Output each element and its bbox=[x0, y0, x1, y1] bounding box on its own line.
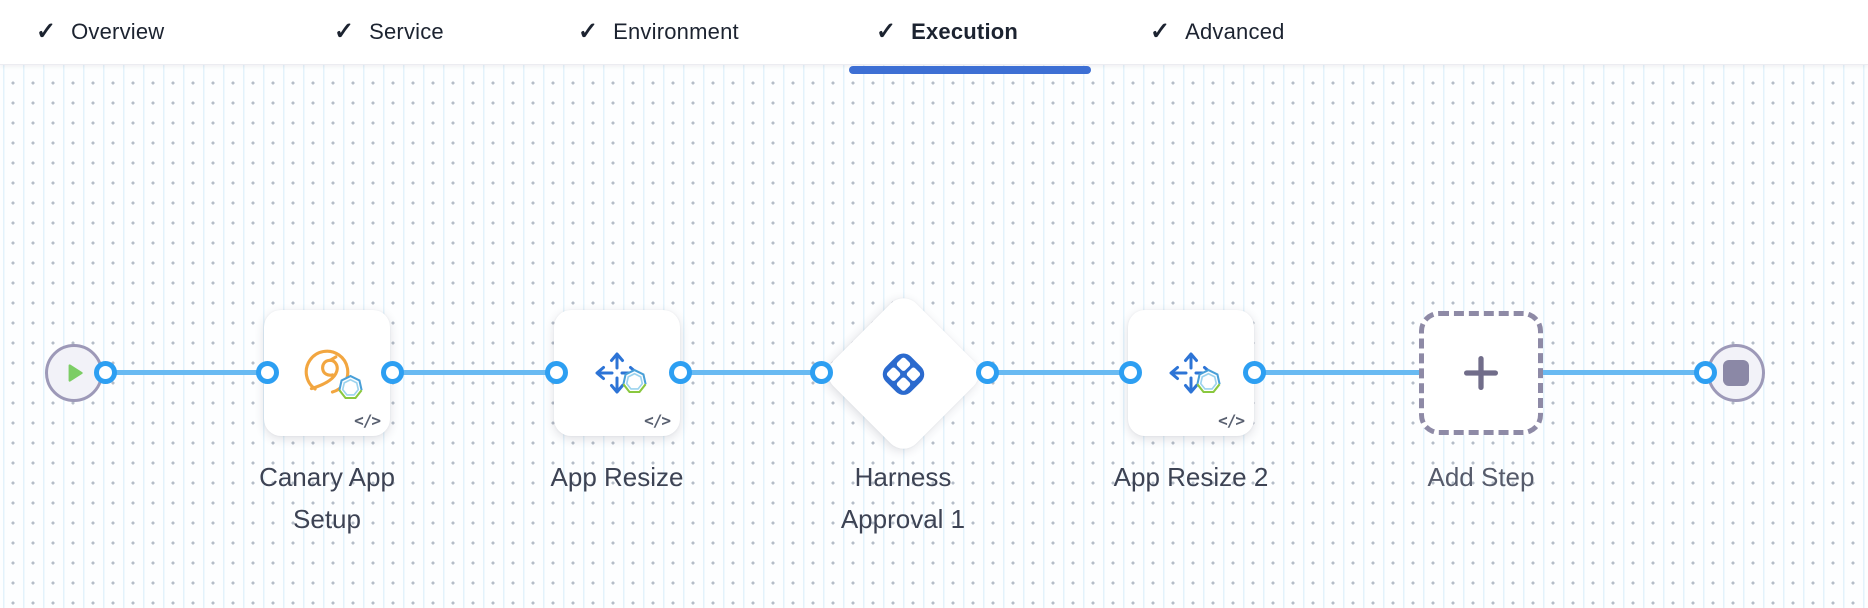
tab-execution[interactable]: ✓ Execution bbox=[876, 0, 1018, 64]
connector-port[interactable] bbox=[93, 361, 117, 384]
gear-badge-icon bbox=[338, 374, 363, 400]
stage-config-tabbar: ✓ Overview ✓ Service ✓ Environment ✓ Exe… bbox=[0, 0, 1868, 65]
tab-label: Service bbox=[369, 19, 444, 44]
connector-port[interactable] bbox=[809, 361, 833, 384]
pipeline-canvas[interactable]: </> </> bbox=[0, 64, 1868, 608]
step-label[interactable]: App Resize bbox=[550, 462, 684, 492]
step-label[interactable]: App Resize 2 bbox=[1113, 462, 1269, 492]
check-icon: ✓ bbox=[578, 18, 599, 45]
tab-environment[interactable]: ✓ Environment bbox=[578, 0, 739, 64]
connector-port[interactable] bbox=[975, 361, 999, 384]
connector-line bbox=[391, 370, 557, 375]
check-icon: ✓ bbox=[36, 18, 57, 45]
plus-icon bbox=[1463, 355, 1499, 391]
active-tab-underline bbox=[849, 66, 1091, 74]
tab-advanced[interactable]: ✓ Advanced bbox=[1150, 0, 1285, 64]
tab-label: Advanced bbox=[1185, 19, 1285, 44]
step-node-app-resize[interactable]: </> bbox=[554, 310, 680, 436]
connector-line bbox=[679, 370, 822, 375]
add-step-button[interactable] bbox=[1419, 311, 1543, 435]
approval-icon bbox=[882, 352, 924, 394]
step-label[interactable]: Add Step bbox=[1427, 462, 1535, 492]
step-node-canary-app-setup[interactable]: </> bbox=[264, 310, 390, 436]
connector-port[interactable] bbox=[1242, 361, 1266, 384]
stop-icon bbox=[1723, 360, 1749, 386]
connector-port[interactable] bbox=[1118, 361, 1142, 384]
connector-port[interactable] bbox=[380, 361, 404, 384]
tab-overview[interactable]: ✓ Overview bbox=[36, 0, 164, 64]
check-icon: ✓ bbox=[876, 18, 897, 45]
play-icon bbox=[68, 364, 83, 382]
connector-port[interactable] bbox=[544, 361, 568, 384]
code-template-icon: </> bbox=[354, 411, 381, 430]
connector-line bbox=[985, 370, 1131, 375]
connector-port[interactable] bbox=[1693, 361, 1717, 384]
gear-badge-icon bbox=[622, 368, 647, 394]
step-node-harness-approval-1[interactable] bbox=[820, 290, 986, 456]
tab-label: Environment bbox=[613, 19, 739, 44]
tab-label: Execution bbox=[911, 19, 1019, 44]
tab-service[interactable]: ✓ Service bbox=[334, 0, 444, 64]
check-icon: ✓ bbox=[334, 18, 355, 45]
gear-badge-icon bbox=[1196, 368, 1221, 394]
step-label[interactable]: Harness Approval 1 bbox=[840, 462, 966, 534]
code-template-icon: </> bbox=[644, 411, 671, 430]
connector-port[interactable] bbox=[255, 361, 279, 384]
connector-port[interactable] bbox=[668, 361, 692, 384]
step-node-app-resize-2[interactable]: </> bbox=[1128, 310, 1254, 436]
check-icon: ✓ bbox=[1150, 18, 1171, 45]
step-label[interactable]: Canary App Setup bbox=[259, 462, 395, 534]
pipeline-end-node[interactable] bbox=[1707, 344, 1765, 402]
pipeline-start-node[interactable] bbox=[45, 344, 103, 402]
connector-line bbox=[105, 370, 268, 375]
tab-label: Overview bbox=[71, 19, 165, 44]
code-template-icon: </> bbox=[1218, 411, 1245, 430]
